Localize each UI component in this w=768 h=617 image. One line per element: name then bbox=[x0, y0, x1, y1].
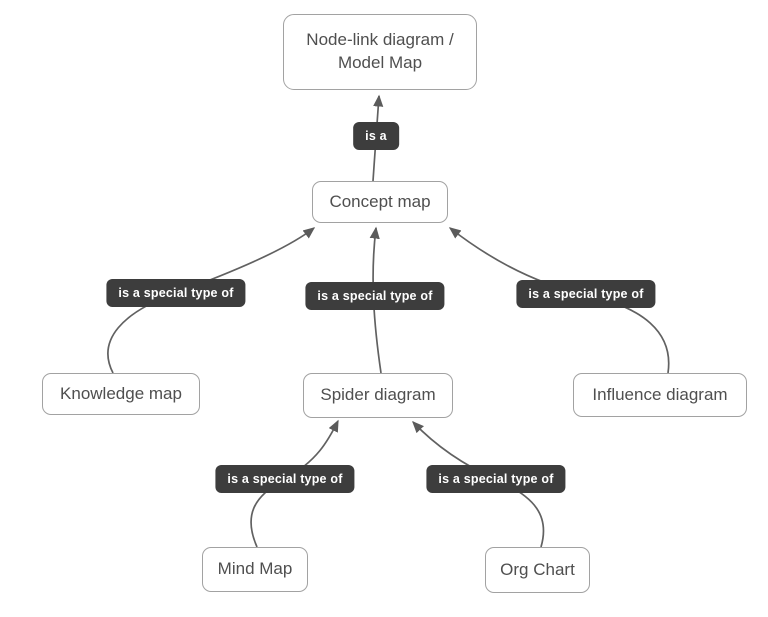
node-label: Node-link diagram / Model Map bbox=[306, 30, 454, 72]
node-label: Influence diagram bbox=[592, 384, 728, 404]
edge-label-influence-special-type[interactable]: is a special type of bbox=[516, 280, 656, 308]
edge-label-mindmap-special-type[interactable]: is a special type of bbox=[215, 465, 355, 493]
node-label: Spider diagram bbox=[320, 385, 436, 405]
node-label: Org Chart bbox=[500, 559, 575, 579]
node-label: Concept map bbox=[329, 191, 431, 211]
node-label: Knowledge map bbox=[60, 383, 182, 403]
node-node-link-diagram[interactable]: Node-link diagram / Model Map bbox=[283, 14, 477, 90]
node-influence-diagram[interactable]: Influence diagram bbox=[573, 373, 747, 417]
node-concept-map[interactable]: Concept map bbox=[312, 181, 448, 223]
node-label: Mind Map bbox=[217, 559, 293, 579]
edge-label-spider-special-type[interactable]: is a special type of bbox=[305, 282, 445, 310]
node-org-chart[interactable]: Org Chart bbox=[485, 547, 590, 593]
edge-label-orgchart-special-type[interactable]: is a special type of bbox=[426, 465, 566, 493]
edge-label-knowledge-special-type[interactable]: is a special type of bbox=[106, 279, 246, 307]
node-mind-map[interactable]: Mind Map bbox=[202, 547, 308, 592]
node-knowledge-map[interactable]: Knowledge map bbox=[42, 373, 200, 415]
edge-label-is-a[interactable]: is a bbox=[353, 122, 399, 150]
node-spider-diagram[interactable]: Spider diagram bbox=[303, 373, 453, 418]
